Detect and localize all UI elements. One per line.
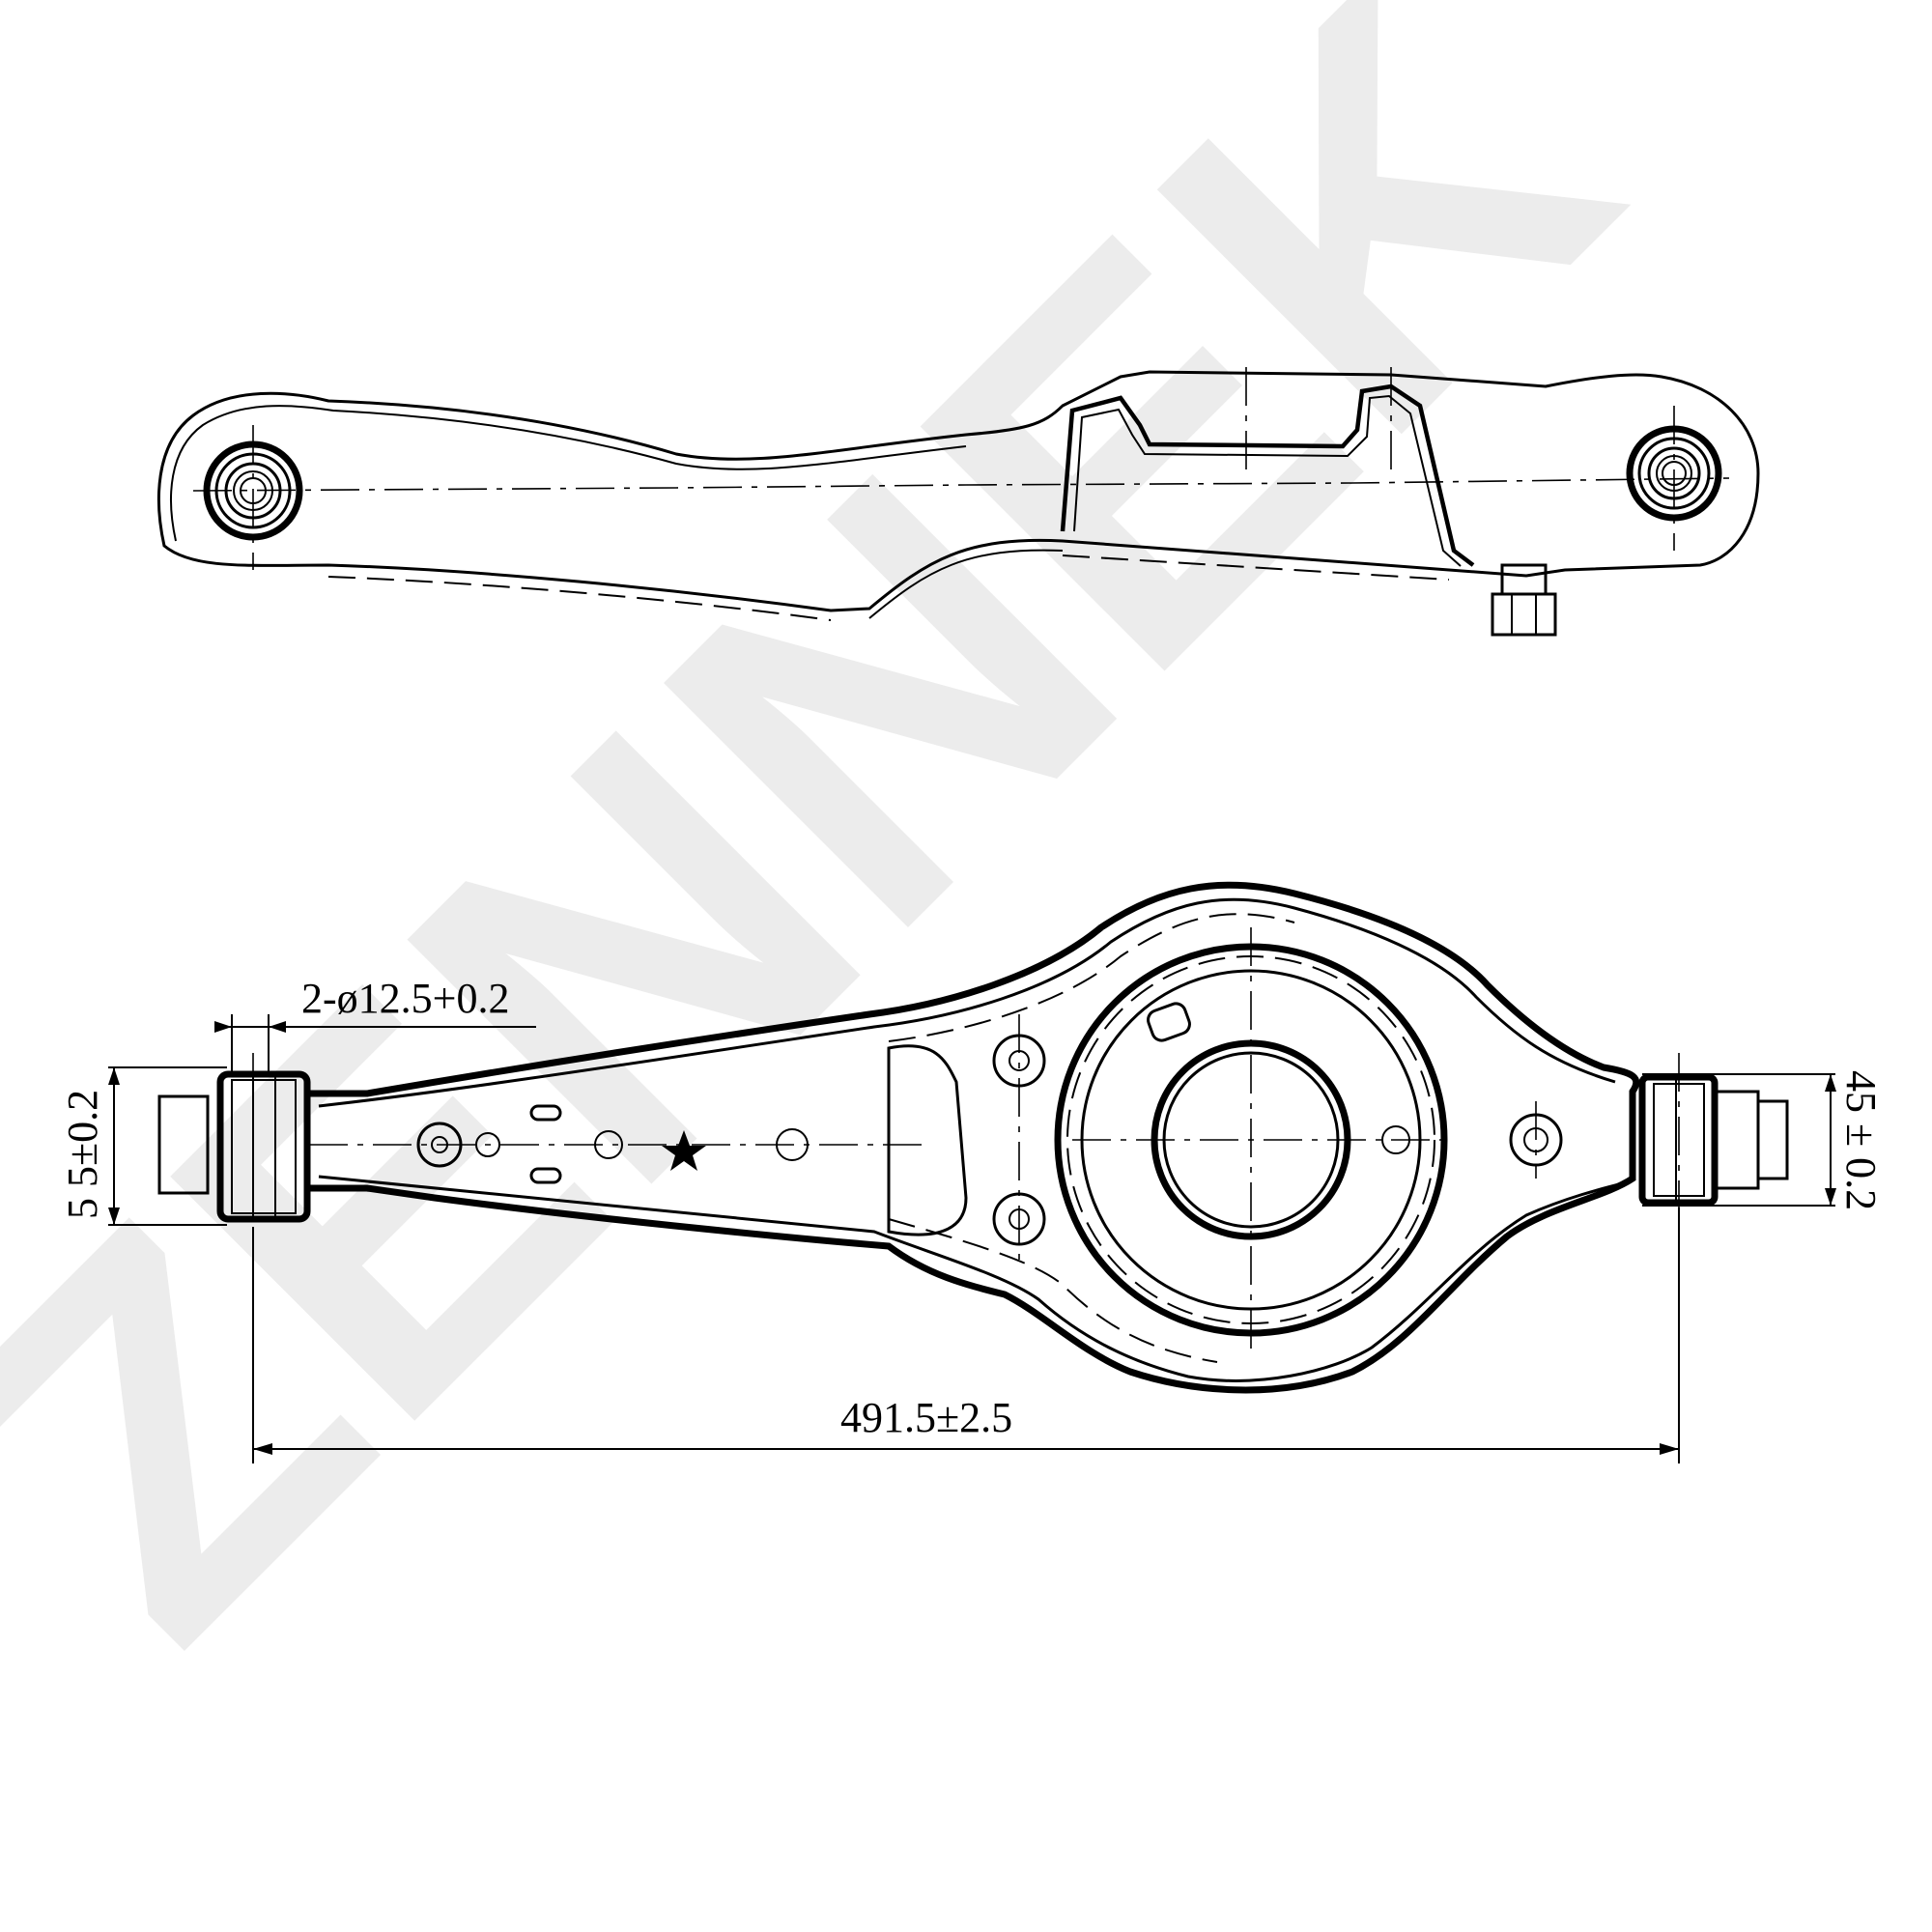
top-view [157, 881, 1789, 1394]
right-width-label: 45 ± 0.2 [1837, 1070, 1885, 1210]
side-bolt [1491, 563, 1557, 637]
watermark-text: ZENNEK [0, 0, 1710, 1737]
top-view-hidden-edge [888, 913, 1295, 1363]
side-view-hidden-edge [327, 554, 1450, 621]
right-bushing [1638, 1073, 1789, 1207]
side-view-inner-edge [170, 405, 1064, 619]
overall-length-label: 491.5±2.5 [840, 1394, 1012, 1441]
hole-callout-label: 2-ø12.5+0.2 [301, 975, 509, 1022]
watermark: ZENNEK [0, 0, 1710, 1737]
dimension-lines [108, 1014, 1836, 1463]
star-marker-icon [662, 1130, 706, 1171]
side-view-centerline [192, 367, 1730, 570]
top-view-inner-edge [318, 897, 1624, 1382]
top-view-centerline [252, 927, 1680, 1352]
side-view-box-inner [1073, 394, 1462, 567]
left-width-label: 5 5±0.2 [59, 1090, 106, 1219]
side-view [156, 367, 1760, 637]
top-view-outline [303, 881, 1640, 1394]
side-view-box-section [1060, 384, 1475, 567]
top-view-pocket [887, 1044, 968, 1236]
dimension-labels: 2-ø12.5+0.2 5 5±0.2 45 ± 0.2 491.5±2.5 [59, 975, 1885, 1441]
side-view-outline [156, 370, 1760, 612]
left-bushing [157, 1070, 311, 1223]
